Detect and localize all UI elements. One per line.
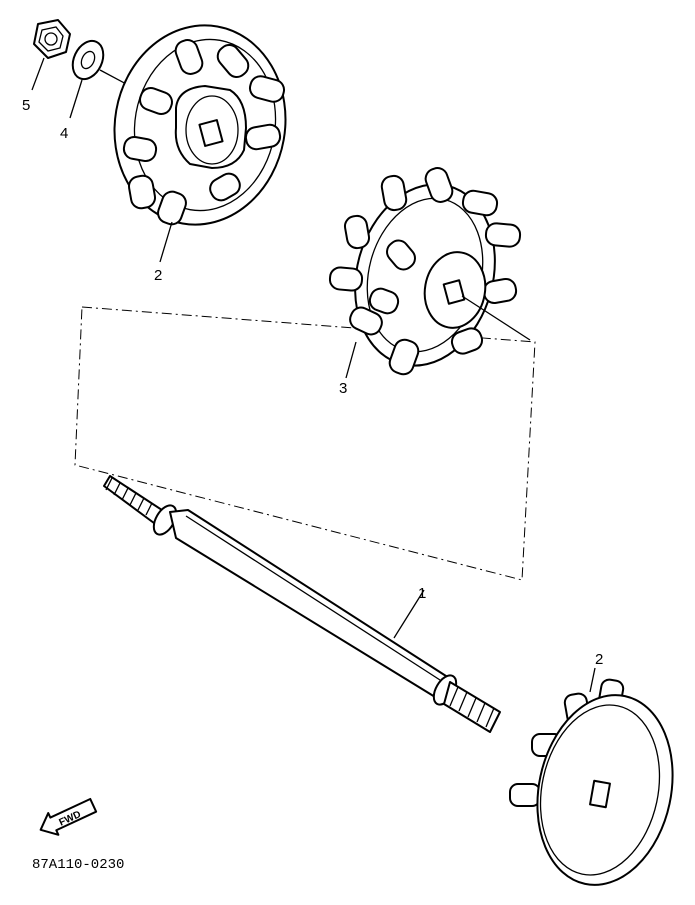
shaft-part bbox=[103, 475, 501, 733]
sprocket-upper-part bbox=[113, 24, 287, 263]
callout-labels: 5 4 2 3 1 2 bbox=[22, 97, 603, 668]
sprocket-lower-part bbox=[509, 667, 674, 886]
drawing-code: 87A110-0230 bbox=[32, 857, 124, 873]
callout-sprocket-middle: 3 bbox=[339, 380, 347, 397]
callout-sprocket-lower: 2 bbox=[595, 651, 603, 668]
nut-part bbox=[31, 19, 71, 91]
sprocket-middle-part bbox=[328, 167, 531, 379]
fwd-arrow-icon: FWD bbox=[39, 797, 98, 836]
callout-shaft: 1 bbox=[418, 585, 426, 602]
callout-nut: 5 bbox=[22, 97, 30, 114]
callout-sprocket-upper: 2 bbox=[154, 267, 162, 284]
washer-part bbox=[69, 39, 131, 119]
callout-washer: 4 bbox=[60, 125, 68, 142]
